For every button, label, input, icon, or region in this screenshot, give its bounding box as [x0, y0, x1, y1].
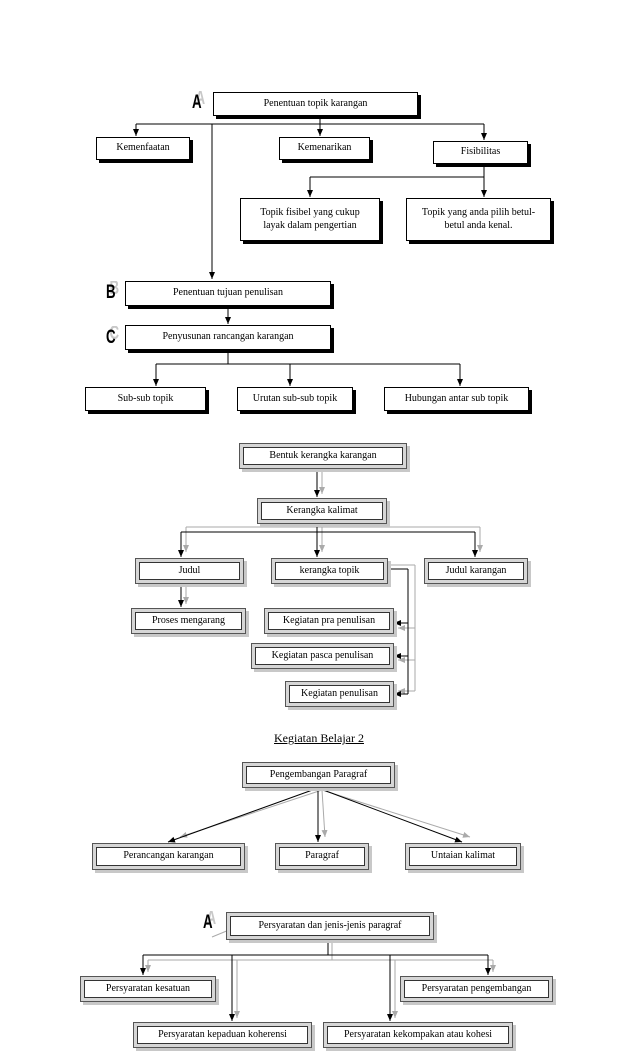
box-perancangan-karangan: Perancangan karangan [92, 843, 245, 870]
box-bentuk-kerangka: Bentuk kerangka karangan [239, 443, 407, 469]
section-letter-c: C [106, 327, 116, 348]
box-kegiatan-penulisan: Kegiatan penulisan [285, 681, 394, 707]
section-letter-a: A [192, 92, 202, 113]
box-kerangka-topik: kerangka topik [271, 558, 388, 584]
section-letter-a-2: A [203, 912, 213, 933]
box-judul: Judul [135, 558, 244, 584]
box-persyaratan-paragraf: Persyaratan dan jenis-jenis paragraf [226, 912, 434, 940]
diagram4-connectors-gray [145, 929, 496, 1018]
diagram3-connectors-gray [179, 789, 471, 838]
box-topik-pilih: Topik yang anda pilih betul-betul anda k… [406, 198, 551, 241]
section-heading: Kegiatan Belajar 2 [274, 731, 364, 745]
box-hubungan-sub-topik: Hubungan antar sub topik [384, 387, 529, 411]
box-urutan-sub-topik: Urutan sub-sub topik [237, 387, 353, 411]
box-judul-karangan: Judul karangan [424, 558, 528, 584]
diagram3-connectors [167, 787, 463, 843]
box-tujuan-penulisan: Penentuan tujuan penulisan [125, 281, 331, 306]
box-kemenarikan: Kemenarikan [279, 137, 370, 160]
box-kegiatan-pasca: Kegiatan pasca penulisan [251, 643, 394, 669]
box-persyaratan-kekompakan: Persyaratan kekompakan atau kohesi [323, 1022, 513, 1048]
box-proses-mengarang: Proses mengarang [131, 608, 246, 634]
box-paragraf: Paragraf [275, 843, 369, 870]
box-rancangan-karangan: Penyusunan rancangan karangan [125, 325, 331, 350]
box-topik-fisibel: Topik fisibel yang cukup layak dalam pen… [240, 198, 380, 241]
box-sub-topik: Sub-sub topik [85, 387, 206, 411]
box-persyaratan-kesatuan: Persyaratan kesatuan [80, 976, 216, 1002]
box-fisibilitas: Fisibilitas [433, 141, 528, 164]
diagram4-connectors [140, 940, 491, 1021]
box-kemenfaatan: Kemenfaatan [96, 137, 190, 160]
box-persyaratan-pengembangan: Persyaratan pengembangan [400, 976, 553, 1002]
box-penentuan-topik: Penentuan topik karangan [213, 92, 418, 116]
box-untaian-kalimat: Untaian kalimat [405, 843, 521, 870]
diagram2-connectors-gray [183, 470, 483, 694]
section-letter-b: B [106, 282, 116, 303]
diagram2-connectors [178, 467, 478, 697]
diagram1-connectors [133, 116, 487, 386]
box-persyaratan-kepaduan: Persyaratan kepaduan koherensi [133, 1022, 312, 1048]
box-pengembangan-paragraf: Pengembangan Paragraf [242, 762, 395, 788]
box-kegiatan-pra: Kegiatan pra penulisan [264, 608, 394, 634]
box-kerangka-kalimat: Kerangka kalimat [257, 498, 387, 524]
